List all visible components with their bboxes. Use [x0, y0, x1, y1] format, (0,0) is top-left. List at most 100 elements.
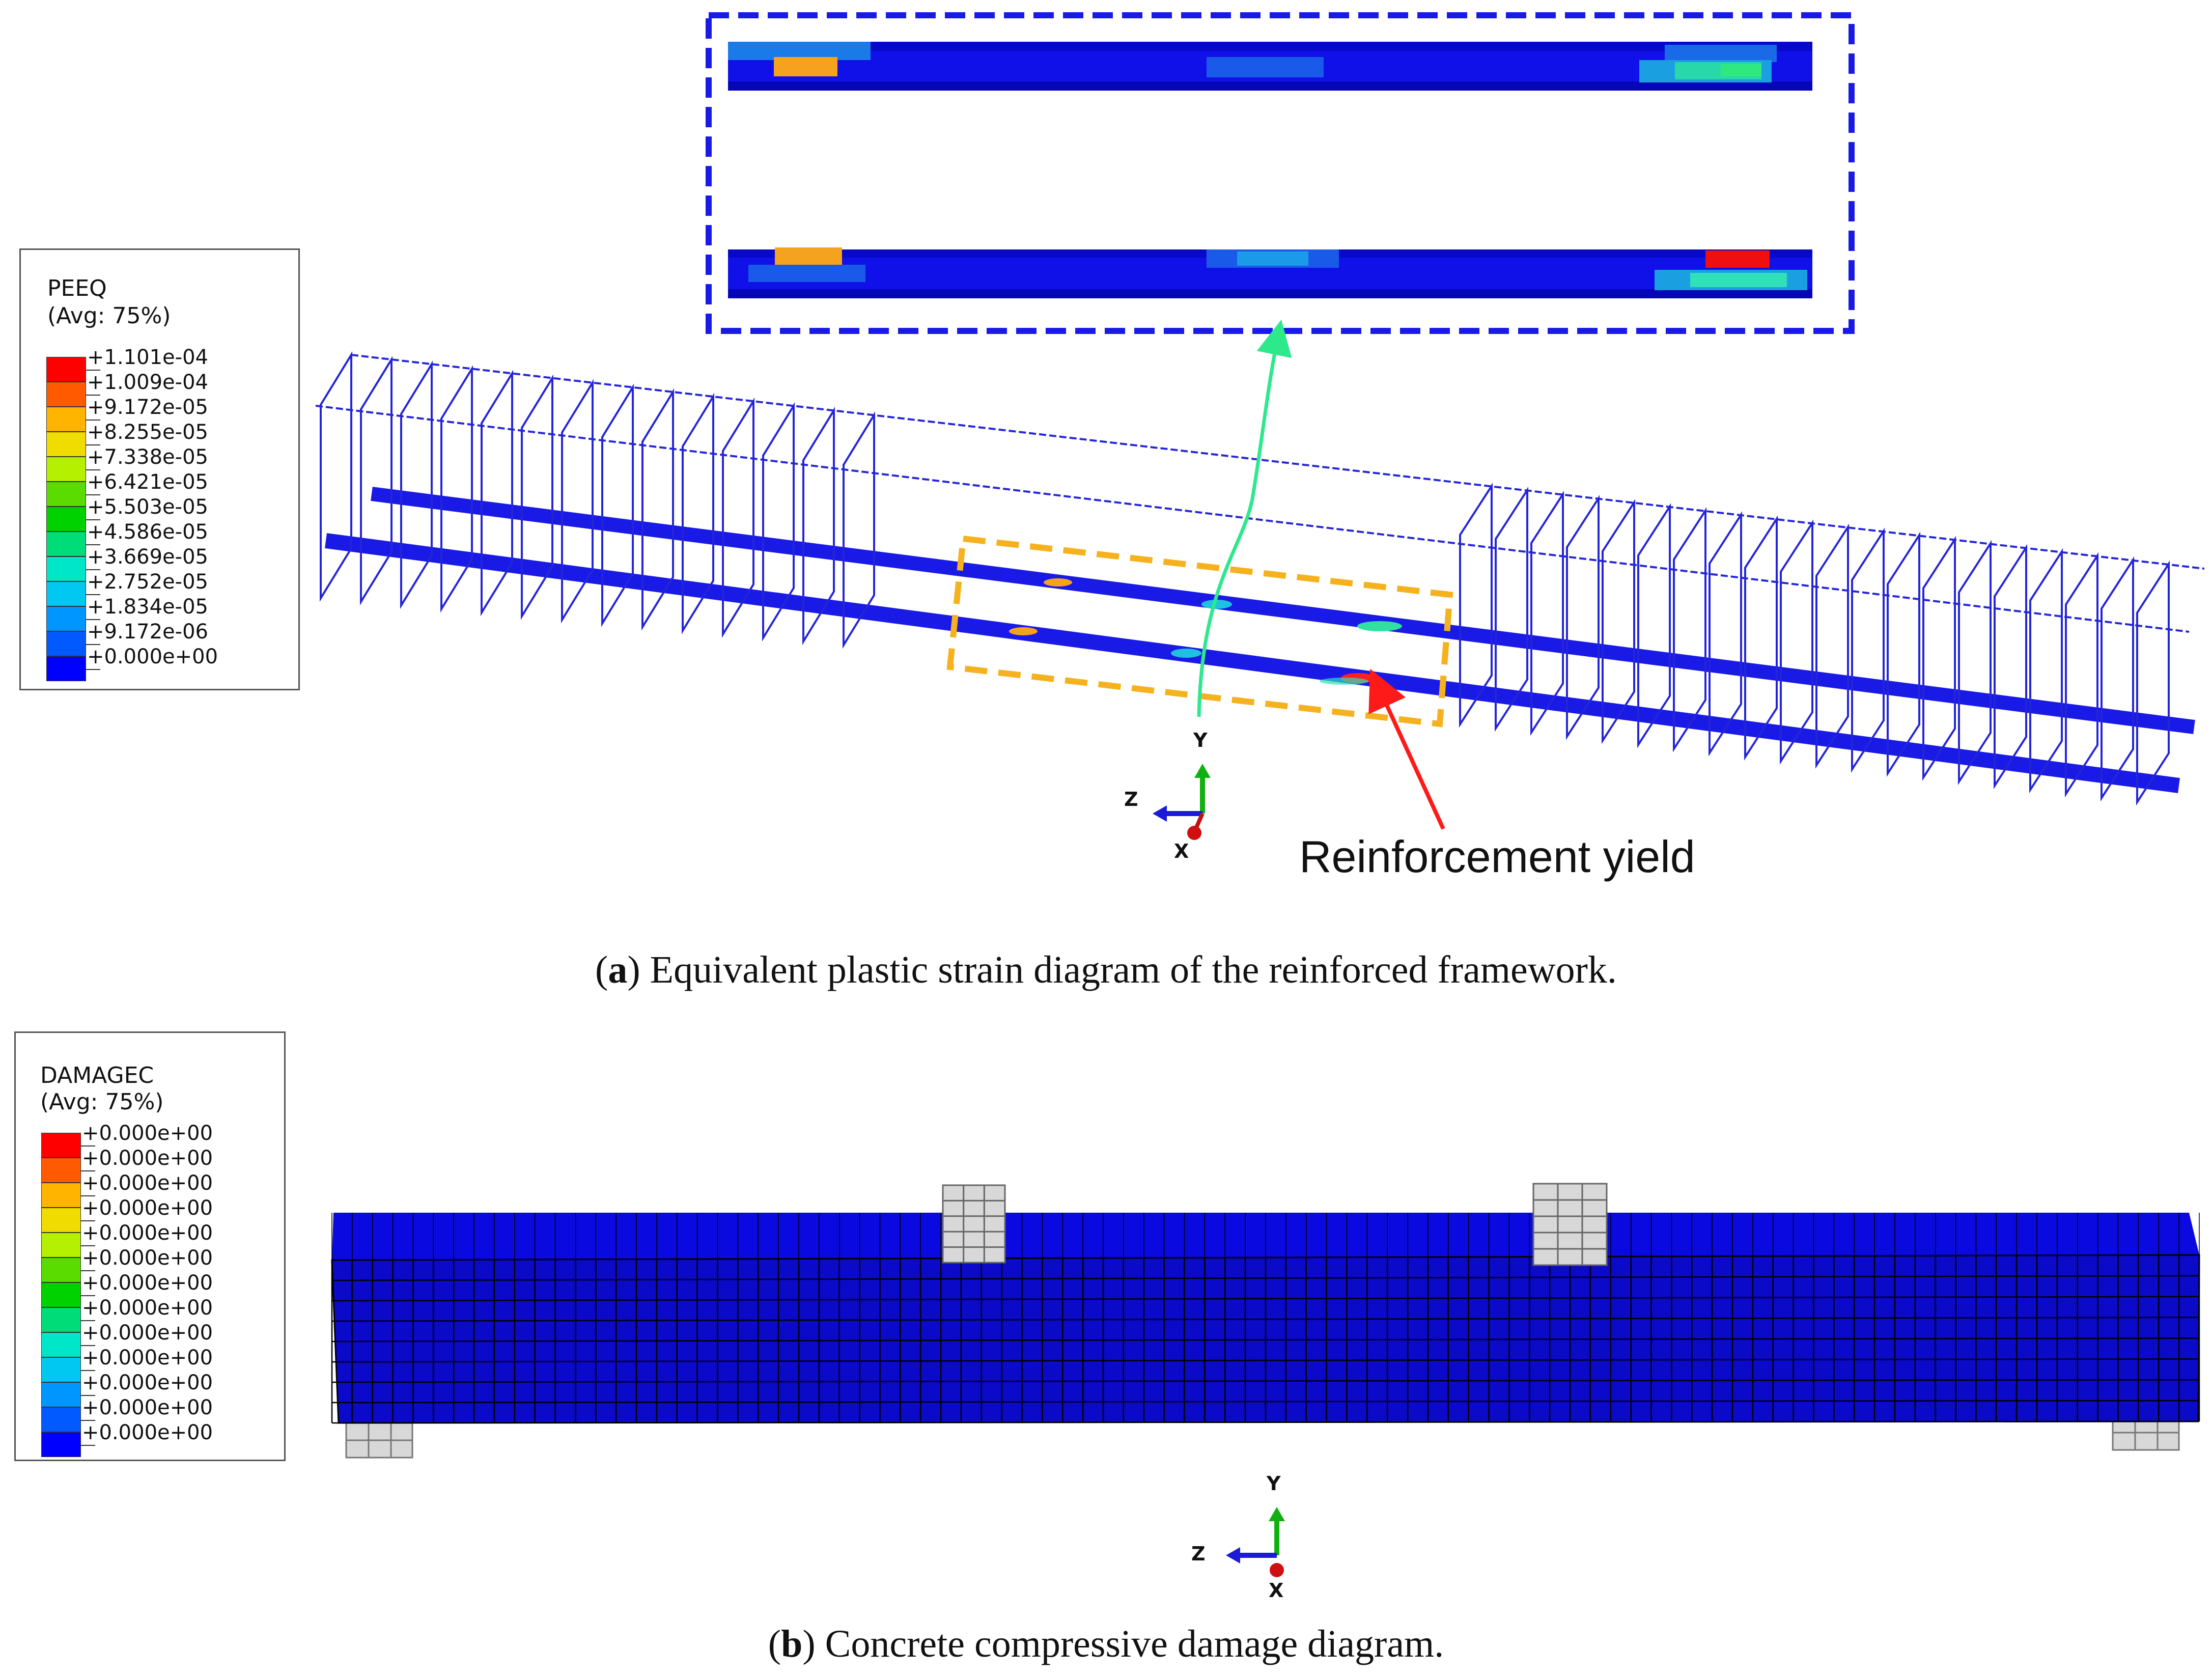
stirrup — [1673, 507, 1706, 752]
damagec-legend-swatch — [41, 1133, 81, 1158]
axis-label-x-a: X — [1174, 840, 1189, 862]
damagec-legend-label: +0.000e+00 — [82, 1221, 213, 1245]
stirrup — [601, 383, 634, 627]
axis-label-x-b: X — [1269, 1579, 1284, 1602]
peeq-legend-label: +8.255e-05 — [87, 421, 208, 444]
peeq-legend-label: +1.101e-04 — [87, 346, 208, 369]
stirrup — [802, 406, 835, 646]
peeq-legend-label: +6.421e-05 — [87, 470, 208, 494]
stirrup — [1744, 515, 1778, 761]
stirrup — [561, 379, 594, 624]
caption-b-letter: b — [781, 1623, 803, 1665]
damagec-legend-swatch — [41, 1208, 81, 1233]
damagec-legend-title: DAMAGEC — [40, 1063, 154, 1088]
damagec-legend-label: +0.000e+00 — [82, 1196, 213, 1220]
peeq-legend-label: +7.338e-05 — [87, 445, 208, 469]
stirrup — [762, 402, 795, 642]
stirrup — [1530, 490, 1564, 736]
inset-rebar-bottom — [728, 247, 1812, 298]
damagec-legend-label: +0.000e+00 — [82, 1321, 213, 1345]
damagec-legend-label: +0.000e+00 — [82, 1171, 213, 1195]
axis-label-z-b: Z — [1191, 1543, 1206, 1565]
stirrup — [1637, 503, 1671, 748]
peeq-legend-label: +9.172e-05 — [87, 396, 208, 419]
peeq-legend-swatch — [46, 432, 86, 457]
stirrup — [2029, 548, 2063, 794]
stirrup — [1887, 532, 1920, 777]
peeq-legend-swatch — [46, 532, 86, 556]
loading-pad-left — [942, 1184, 1006, 1264]
damagec-legend-label: +0.000e+00 — [82, 1396, 213, 1419]
peeq-legend-label: +2.752e-05 — [87, 570, 208, 594]
peeq-legend-label: +9.172e-06 — [87, 620, 208, 644]
stirrup — [320, 351, 352, 602]
damagec-legend-label: +0.000e+00 — [82, 1371, 213, 1394]
axis-triad-a — [1153, 764, 1211, 840]
peeq-legend-swatch — [46, 457, 86, 482]
caption-b: (b) Concrete compressive damage diagram. — [768, 1623, 1444, 1665]
stirrup — [682, 393, 714, 634]
stirrup — [360, 355, 393, 606]
peeq-legend-swatch — [46, 382, 86, 407]
damagec-legend-swatch — [41, 1432, 81, 1457]
damagec-legend-swatch — [41, 1233, 81, 1257]
peeq-legend-label: +1.009e-04 — [87, 371, 208, 394]
stirrup — [1815, 523, 1849, 769]
damagec-legend-label: +0.000e+00 — [82, 1246, 213, 1270]
peeq-legend-swatch — [46, 556, 86, 581]
peeq-legend-label: +3.669e-05 — [87, 545, 208, 569]
stirrup — [1851, 527, 1885, 773]
stirrup — [1958, 540, 1992, 786]
stirrup — [1495, 486, 1528, 732]
stirrup — [641, 388, 674, 631]
peeq-legend-title: PEEQ — [47, 275, 107, 301]
stirrup — [1602, 499, 1635, 744]
reinforcement-yield-label: Reinforcement yield — [1299, 831, 1695, 882]
stirrup — [1566, 494, 1600, 740]
axis-triad-b — [1226, 1507, 1285, 1577]
left-support — [345, 1422, 413, 1459]
stirrup — [2136, 560, 2170, 806]
peeq-legend-swatch — [46, 357, 86, 382]
damagec-legend-subtitle: (Avg: 75%) — [40, 1089, 164, 1115]
inset-rebar-top — [728, 42, 1812, 91]
peeq-legend-swatch — [46, 482, 86, 507]
peeq-legend-label: +1.834e-05 — [87, 595, 208, 619]
peeq-legend-swatch — [46, 631, 86, 656]
damagec-legend-swatch — [41, 1382, 81, 1407]
peeq-legend-swatch — [46, 507, 86, 532]
damagec-legend-label: +0.000e+00 — [82, 1147, 213, 1170]
damagec-legend-swatch — [41, 1257, 81, 1282]
peeq-legend-label: +0.000e+00 — [87, 645, 218, 668]
peeq-legend-swatch — [46, 606, 86, 631]
axis-label-y-a: Y — [1193, 729, 1208, 751]
stirrup — [1709, 511, 1742, 757]
damagec-legend-label: +0.000e+00 — [82, 1296, 213, 1320]
damagec-legend-label: +0.000e+00 — [82, 1421, 213, 1444]
stirrup — [2101, 556, 2134, 802]
damagec-legend-swatch — [41, 1357, 81, 1382]
damagec-legend-swatch — [41, 1307, 81, 1332]
stirrup — [843, 411, 875, 649]
stirrup — [722, 397, 754, 638]
caption-a-text: ) Equivalent plastic strain diagram of t… — [627, 948, 1617, 991]
leader-line — [1197, 319, 1292, 717]
peeq-legend-swatch — [46, 656, 86, 681]
loading-pad-right — [1532, 1183, 1608, 1266]
peeq-legend-subtitle: (Avg: 75%) — [47, 303, 171, 329]
stirrup — [2065, 552, 2098, 798]
stirrup — [1459, 482, 1493, 728]
damagec-legend-label: +0.000e+00 — [82, 1122, 213, 1145]
stirrup — [440, 365, 473, 613]
yield-arrow — [1368, 668, 1445, 830]
concrete-beam — [331, 1183, 2200, 1459]
peeq-legend-label: +4.586e-05 — [87, 520, 208, 544]
damagec-legend-swatch — [41, 1158, 81, 1183]
caption-b-text: ) Concrete compressive damage diagram. — [802, 1623, 1444, 1665]
stirrup — [1922, 536, 1956, 781]
peeq-legend-label: +5.503e-05 — [87, 495, 208, 519]
stirrup — [521, 374, 553, 620]
stirrup — [1780, 519, 1813, 765]
beam-mesh — [331, 1213, 2200, 1424]
stirrup — [481, 370, 513, 617]
